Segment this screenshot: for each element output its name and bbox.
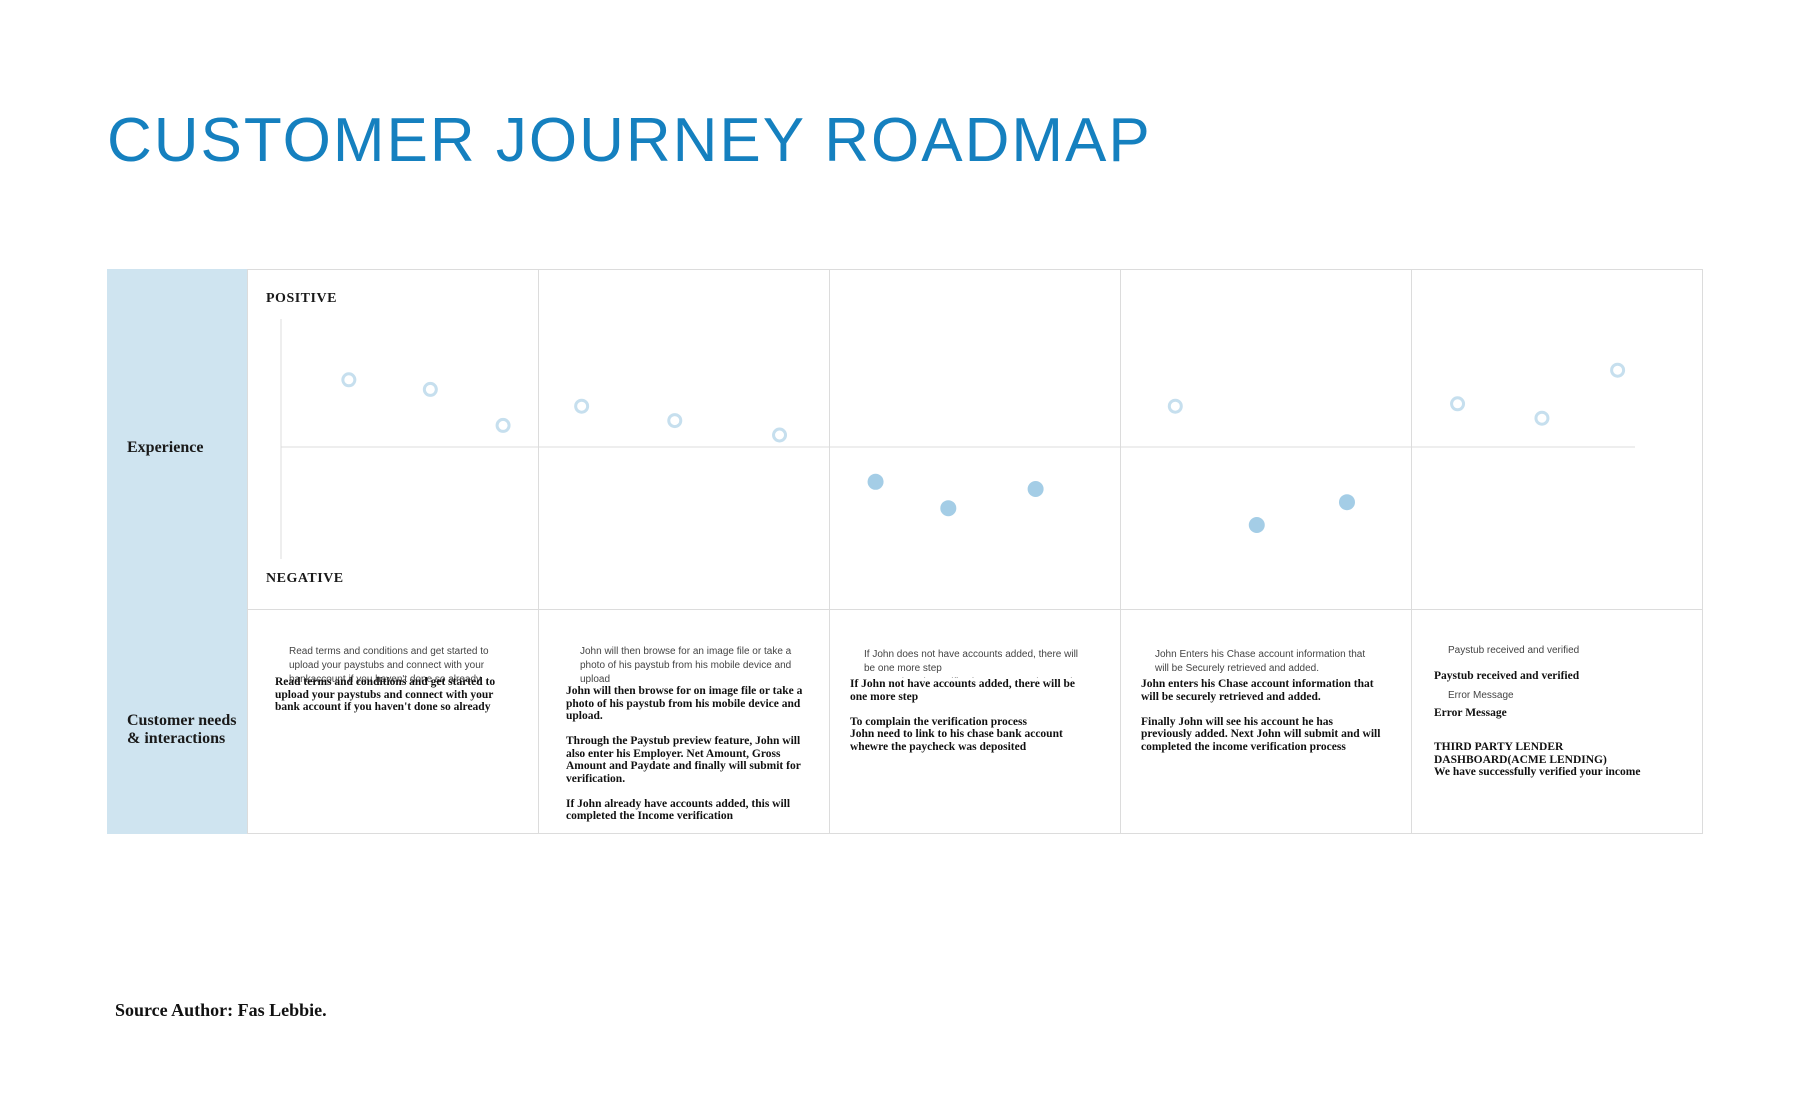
experience-point-15 [1610, 362, 1626, 378]
experience-point-5 [667, 413, 683, 429]
needs-cell-5 [1411, 609, 1703, 834]
stage-4-notes: John Enters his Chase account informatio… [1141, 648, 1381, 753]
stage-5-notes: Paystub received and verified Paystub re… [1434, 644, 1674, 779]
experience-points [341, 362, 1626, 533]
stage-grid [247, 269, 1703, 834]
stage-5-lender-dashboard-text: THIRD PARTY LENDER DASHBOARD(ACME LENDIN… [1434, 741, 1641, 778]
stage-3-notes: If John does not have accounts added, th… [850, 648, 1090, 753]
stage-1-bold-text: Read terms and conditions and get starte… [275, 676, 496, 713]
source-credit: Source Author: Fas Lebbie. [115, 1000, 327, 1020]
stage-2-bold-text: John will then browse for on image file … [566, 685, 803, 822]
stage-4-bold-text: John enters his Chase account informatio… [1141, 678, 1381, 753]
experience-point-8 [940, 500, 957, 517]
stage-2-notes: John will then browse for an image file … [566, 645, 806, 823]
stage-5-error-small: Error Message [1448, 689, 1514, 701]
row-header-column: Experience Customer needs & interactions [107, 269, 247, 834]
axis-label-positive: POSITIVE [266, 291, 337, 306]
stage-1-small-text: Read terms and conditions and get starte… [289, 646, 489, 685]
experience-point-7 [867, 473, 884, 490]
experience-point-14 [1534, 410, 1550, 426]
page-title: CUSTOMER JOURNEY ROADMAP [107, 106, 1152, 175]
stage-3-bold-text: If John not have accounts added, there w… [850, 678, 1076, 753]
experience-point-10 [1167, 398, 1183, 414]
experience-point-4 [574, 398, 590, 414]
experience-point-11 [1248, 517, 1265, 533]
experience-point-2 [422, 381, 438, 397]
experience-point-9 [1027, 481, 1044, 497]
experience-point-6 [772, 427, 788, 443]
stage-5-error-bold: Error Message [1434, 706, 1507, 719]
row-label-experience: Experience [127, 439, 204, 456]
axis-label-negative: NEGATIVE [266, 571, 344, 586]
experience-point-3 [495, 417, 511, 433]
stage-4-small-text: John Enters his Chase account informatio… [1155, 649, 1366, 674]
stage-1-notes: Read terms and conditions and get starte… [275, 645, 515, 714]
experience-chart [280, 319, 1635, 559]
journey-board: Experience Customer needs & interactions… [107, 269, 1703, 834]
row-label-customer-needs: Customer needs & interactions [127, 712, 237, 747]
stage-3-small-text: If John does not have accounts added, th… [864, 649, 1084, 678]
stage-5-bold-text: Paystub received and verified [1434, 670, 1580, 682]
stage-5-small-text: Paystub received and verified [1448, 645, 1580, 656]
stage-2-small-text: John will then browse for an image file … [580, 646, 792, 685]
experience-point-1 [341, 372, 357, 388]
experience-point-12 [1338, 494, 1355, 511]
experience-point-13 [1450, 396, 1466, 412]
